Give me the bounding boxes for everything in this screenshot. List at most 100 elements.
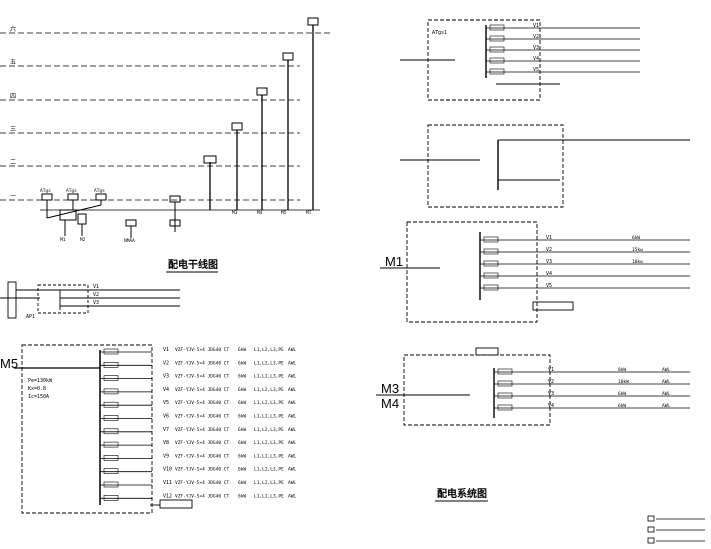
- m34-tag-text: AWL: [662, 403, 670, 409]
- m5-side-2: Kx=0.8: [28, 386, 46, 392]
- m5-row-label: V7: [163, 427, 169, 433]
- m5-row-breaker: [103, 361, 119, 368]
- m12-row-breaker: [483, 248, 499, 255]
- m5-label: M5: [0, 356, 18, 371]
- m34-load-text: 10kW: [618, 379, 629, 385]
- m5-row-label: V12: [163, 493, 172, 499]
- legend: [647, 515, 705, 544]
- m34-tag-text: AWL: [662, 367, 670, 373]
- m12-row-label: V1: [546, 235, 552, 241]
- m5-load-text: 6kW: [238, 347, 246, 353]
- m5-row-breaker: [103, 428, 119, 435]
- column-tag-1: M3: [232, 210, 238, 216]
- m12-row-breaker: [483, 236, 499, 243]
- top-row-breaker: [489, 68, 505, 75]
- m5-phase-text: L1,L2,L3,PE: [254, 374, 284, 380]
- m34-row-breaker: [497, 380, 513, 387]
- m5-cable-text: VZF-YJV-5×4 JDG40 CT: [175, 427, 229, 433]
- m5-cable-text: VZF-YJV-5×4 JDG40 CT: [175, 493, 229, 499]
- m5-cable-text: VZF-YJV-5×4 JDG40 CT: [175, 467, 229, 473]
- m5-col-note: AWL: [288, 440, 296, 446]
- m5-col-note: AWL: [288, 347, 296, 353]
- m34-tag-text: AWL: [662, 379, 670, 385]
- board-m3m4-labels: M3 M4 配电系统图: [381, 381, 488, 502]
- m5-cable-text: VZF-YJV-5×4 JDG40 CT: [175, 440, 229, 446]
- m5-phase-text: L1,L2,L3,PE: [254, 493, 284, 499]
- m5-row-breaker: [103, 348, 119, 355]
- m34-load-text: 6kW: [618, 403, 626, 409]
- m12-row-label: V2: [546, 247, 552, 253]
- m34-row-label: V3: [548, 391, 554, 397]
- m12-row-label: V4: [546, 271, 552, 277]
- m5-row-label: V2: [163, 360, 169, 366]
- m5-row-breaker: [103, 441, 119, 448]
- floor-mark-6: 六: [10, 25, 16, 33]
- m34-tag-text: AWL: [662, 391, 670, 397]
- m5-row-breaker: [103, 494, 119, 501]
- board-ap1-labels: AP1 V1 V2 V3: [26, 284, 99, 320]
- m4-label: M4: [381, 396, 399, 411]
- m5-load-text: 6kW: [238, 467, 246, 473]
- system-title: 配电系统图: [437, 487, 487, 500]
- m5-cable-text: VZF-YJV-5×4 JDG40 CT: [175, 480, 229, 486]
- m5-row-breaker: [103, 375, 119, 381]
- m5-row-breaker: [103, 455, 119, 461]
- m12-load-text: 6kW: [632, 235, 640, 241]
- m5-row-breaker: [103, 388, 119, 395]
- m5-load-text: 6kW: [238, 400, 246, 406]
- m5-row-breaker: [103, 468, 119, 475]
- m5-phase-text: L1,L2,L3,PE: [254, 453, 284, 459]
- m12-row-breaker: [483, 260, 499, 267]
- m5-col-note: AWL: [288, 360, 296, 366]
- m5-load-text: 6kW: [238, 387, 246, 393]
- m5-col-note: AWL: [288, 453, 296, 459]
- m34-load-text: 6kW: [618, 391, 626, 397]
- ap1-row-1: V1: [93, 284, 99, 290]
- riser-labels: 六 五 四 三 二 一 ATgs ATgs ATgs M1 M2 NMAA M3…: [10, 25, 312, 273]
- m34-row-label: V1: [548, 367, 554, 373]
- board-m3m4: [376, 347, 551, 426]
- top-row-breaker: [489, 57, 505, 64]
- m5-load-text: 6kW: [238, 480, 246, 486]
- m5-row-breaker: [103, 415, 119, 421]
- m5-row-label: V8: [163, 440, 169, 446]
- m5-row-label: V5: [163, 400, 169, 406]
- riser-diagram: [0, 17, 330, 238]
- m5-col-note: AWL: [288, 414, 296, 420]
- lower-label-4: M1: [60, 237, 66, 243]
- m5-row-label: V1: [163, 347, 169, 353]
- floor-mark-5: 五: [10, 59, 16, 66]
- board-top-labels: ATgs1: [432, 30, 447, 36]
- m5-phase-text: L1,L2,L3,PE: [254, 400, 284, 406]
- m5-load-text: 6kW: [238, 414, 246, 420]
- m1-label: M1: [385, 254, 403, 269]
- ap1-label: AP1: [26, 314, 35, 320]
- top-row-label: V2: [533, 34, 539, 40]
- top-row-breaker: [489, 35, 505, 42]
- m5-cable-text: VZF-YJV-5×4 JDG40 CT: [175, 453, 229, 459]
- m5-cable-text: VZF-YJV-5×4 JDG40 CT: [175, 347, 229, 353]
- board-m1m2: [380, 221, 574, 323]
- m5-side-1: Pe=130kW: [28, 378, 53, 384]
- column-tag-4: MT: [306, 210, 312, 216]
- board-middle: [400, 124, 690, 208]
- m3-label: M3: [381, 381, 399, 396]
- m34-row-label: V2: [548, 379, 554, 385]
- floor-mark-4: 四: [10, 93, 16, 100]
- top-board-label: ATgs1: [432, 30, 447, 36]
- top-row-breaker: [489, 24, 505, 31]
- m5-cable-text: VZF-YJV-5×4 JDG40 CT: [175, 374, 229, 380]
- top-row-breaker: [489, 46, 505, 53]
- m5-load-text: 6kW: [238, 427, 246, 433]
- top-row-label: V5: [533, 67, 539, 73]
- lower-label-6: NMAA: [124, 238, 135, 244]
- top-row-label: V3: [533, 45, 539, 51]
- lower-label-2: ATgs: [66, 188, 77, 194]
- m12-row-label: V5: [546, 283, 552, 289]
- m5-row-label: V6: [163, 414, 169, 420]
- m5-load-text: 6kW: [238, 453, 246, 459]
- floor-mark-1: 一: [10, 193, 16, 200]
- column-tag-2: M4: [257, 210, 263, 216]
